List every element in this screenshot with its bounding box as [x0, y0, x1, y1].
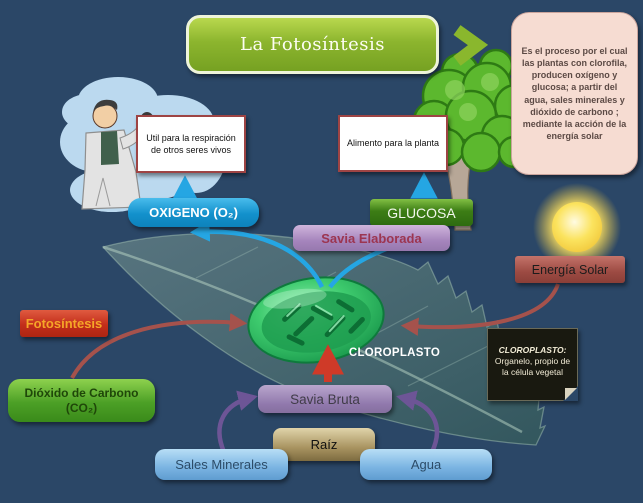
callout-oxygen-text: Util para la respiración de otros seres …: [146, 132, 236, 155]
node-savia-bruta-label: Savia Bruta: [290, 391, 360, 407]
node-savia-elaborada: Savia Elaborada: [293, 225, 450, 251]
node-agua: Agua: [360, 449, 492, 480]
node-oxigeno-label: OXIGENO (O₂): [149, 205, 238, 220]
callout-glucose-use: Alimento para la planta: [338, 115, 448, 172]
node-agua-label: Agua: [410, 457, 442, 472]
node-sales-minerales: Sales Minerales: [155, 449, 288, 480]
intro-text: Es el proceso por el cual las plantas co…: [521, 45, 628, 141]
intro-panel: Es el proceso por el cual las plantas co…: [511, 12, 638, 175]
node-savia-bruta: Savia Bruta: [258, 385, 392, 413]
chloroplast-note-title: CLOROPLASTO:: [498, 344, 567, 355]
arrow-sales-to-saviabruta: [217, 390, 258, 453]
chloroplast-icon: [247, 276, 385, 364]
node-sales-minerales-label: Sales Minerales: [175, 457, 268, 472]
chevron-right-icon: [453, 25, 489, 66]
slide-title: La Fotosíntesis: [186, 15, 439, 74]
node-glucosa-label: GLUCOSA: [387, 204, 456, 221]
arrow-chloroplast-to-oxigeno: [189, 221, 325, 288]
node-oxigeno: OXIGENO (O₂): [128, 198, 259, 227]
node-raiz: Raíz: [273, 428, 375, 461]
chloroplast-note: CLOROPLASTO: Organelo, propio de la célu…: [487, 328, 578, 401]
arrow-energia-to-chloroplast: [400, 283, 560, 336]
node-savia-elaborada-label: Savia Elaborada: [321, 230, 422, 246]
slide-title-label: La Fotosíntesis: [239, 34, 386, 55]
node-fotosintesis: Fotosíntesis: [20, 310, 108, 337]
node-raiz-label: Raíz: [310, 437, 338, 452]
node-energia-solar: Energía Solar: [515, 256, 625, 283]
arrow-agua-to-saviabruta: [396, 390, 440, 453]
callout-oxygen-use: Util para la respiración de otros seres …: [136, 115, 246, 173]
node-dioxido-carbono: Dióxido de Carbono (CO₂): [8, 379, 155, 422]
node-fotosintesis-label: Fotosíntesis: [25, 316, 103, 331]
chloroplast-label: CLOROPLASTO: [348, 347, 441, 359]
sun-icon: [533, 183, 621, 271]
node-dioxido-carbono-label: Dióxido de Carbono (CO₂): [24, 385, 139, 415]
node-energia-solar-label: Energía Solar: [531, 262, 609, 277]
callout-glucose-text: Alimento para la planta: [346, 138, 440, 149]
chloroplast-note-body: Organelo, propio de la célula vegetal: [494, 355, 571, 378]
arrow-co2-to-chloroplast: [70, 313, 248, 379]
node-glucosa: GLUCOSA: [370, 199, 473, 226]
